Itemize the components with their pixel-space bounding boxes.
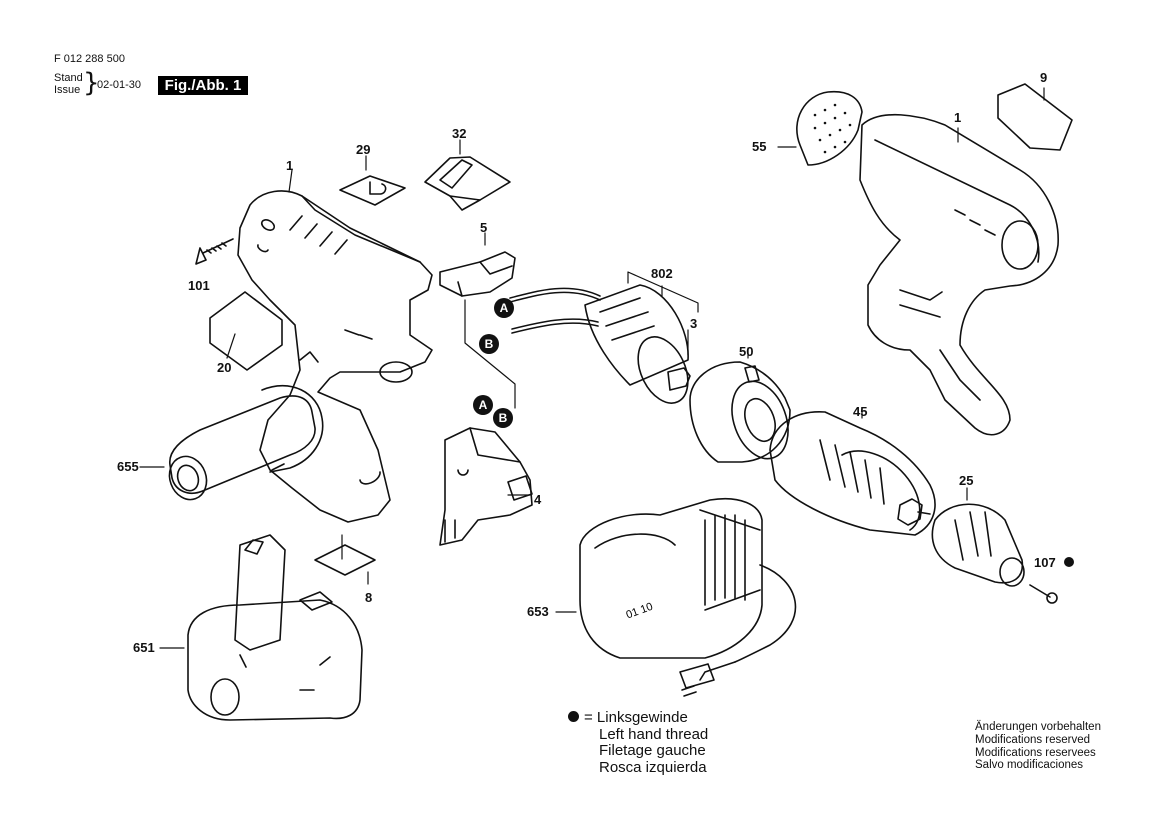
brace-symbol: } (83, 68, 100, 98)
part-label-653: 653 (527, 604, 549, 619)
legend-text-es: Rosca izquierda (599, 758, 707, 776)
part-label-1-right: 1 (954, 110, 962, 125)
legend-text-fr: Filetage gauche (599, 742, 706, 759)
thread-legend: = Linksgewinde Left hand thread Filetage… (568, 709, 709, 776)
gear-housing-50 (689, 361, 791, 463)
part-label-101: 101 (188, 278, 210, 293)
connector-b-marker: B (493, 408, 513, 428)
issue-date: 02-01-30 (97, 79, 142, 91)
part-label-107: 107 (1034, 555, 1056, 570)
part-label-45: 45 (853, 404, 868, 419)
connector-a-marker: A (494, 298, 514, 318)
screw-107 (1029, 584, 1058, 604)
housing-half-left (237, 190, 433, 523)
switch-4 (439, 427, 533, 546)
legend-text-en: Left hand thread (599, 725, 709, 743)
mods-en: Modifications reserved (975, 733, 1091, 746)
part-label-651: 651 (133, 640, 155, 655)
label-8 (314, 544, 376, 576)
cover-29 (339, 175, 406, 206)
part-label-20: 20 (217, 360, 232, 375)
chuck-sleeve-25 (931, 503, 1025, 587)
legend-text-de: = Linksgewinde (584, 709, 688, 726)
part-label-32: 32 (452, 126, 467, 141)
modifications-notice: Änderungen vorbehalten Modifications res… (975, 721, 1101, 772)
switch-5 (439, 251, 516, 297)
figure-label: Fig./Abb. 1 (158, 76, 248, 95)
part-label-1: 1 (286, 158, 294, 173)
stand-label: Stand (54, 72, 83, 84)
issue-label: Issue (54, 84, 81, 96)
legend-line-1: = Linksgewinde (568, 709, 708, 727)
part-label-29: 29 (356, 142, 371, 157)
cover-32 (424, 156, 511, 211)
part-label-655: 655 (117, 459, 139, 474)
label-9 (997, 83, 1073, 151)
left-hand-thread-dot-icon (1064, 557, 1074, 567)
sticker-55 (796, 90, 863, 166)
mods-fr: Modifications reservees (975, 746, 1096, 759)
charger-653 (579, 497, 797, 697)
part-label-50: 50 (739, 344, 754, 359)
battery-651 (187, 534, 363, 721)
gearbox-chuck-45 (769, 411, 936, 536)
mods-es: Salvo modificaciones (975, 759, 1084, 772)
part-label-55: 55 (752, 139, 767, 154)
screw-101 (195, 238, 234, 265)
part-label-9: 9 (1040, 70, 1048, 85)
part-label-802: 802 (651, 266, 673, 281)
charger-marking: 01 10 (624, 601, 654, 622)
label-20 (209, 291, 283, 371)
document-number: F 012 288 500 (54, 53, 125, 65)
part-label-4: 4 (534, 492, 542, 507)
mods-de: Änderungen vorbehalten (975, 721, 1101, 733)
left-hand-thread-dot-icon (568, 711, 579, 722)
auxiliary-handle-655 (168, 385, 324, 501)
connector-a-marker: A (473, 395, 493, 415)
housing-half-right (859, 113, 1059, 436)
part-label-5: 5 (480, 220, 488, 235)
connector-b-marker: B (479, 334, 499, 354)
part-label-25: 25 (959, 473, 974, 488)
motor-802 (509, 284, 691, 404)
part-label-3: 3 (690, 316, 698, 331)
part-label-8: 8 (365, 590, 373, 605)
